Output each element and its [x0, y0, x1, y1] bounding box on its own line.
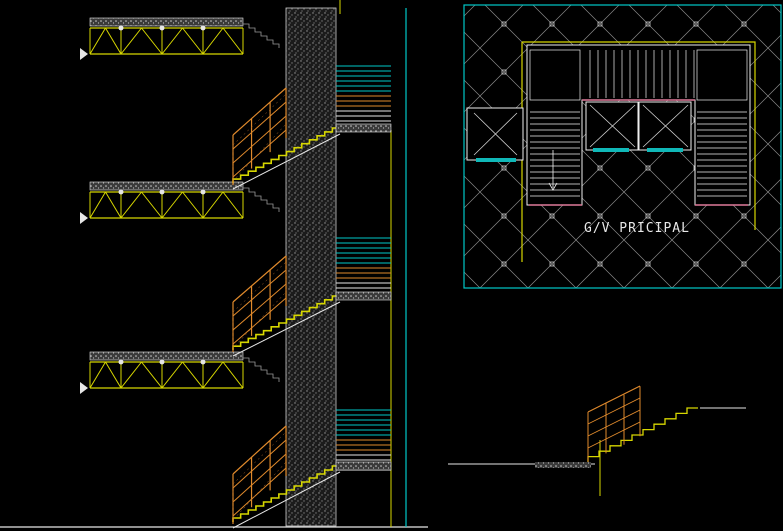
elevator-mid-door — [593, 148, 629, 152]
landing-trusses — [80, 17, 280, 394]
truss-web — [161, 27, 183, 55]
stair-soffit — [232, 471, 341, 529]
window-3 — [336, 409, 391, 471]
truss-web — [182, 191, 204, 219]
truss-web — [161, 191, 183, 219]
detail-flight — [587, 385, 698, 462]
stair-flights — [232, 87, 392, 529]
truss-node — [200, 359, 206, 365]
truss-web — [89, 361, 106, 389]
back-steps — [243, 187, 280, 212]
facade-windows — [336, 65, 391, 471]
truss-web — [120, 191, 142, 219]
rail-bar — [232, 453, 287, 503]
rail-bar — [232, 283, 287, 331]
truss-node — [118, 189, 124, 195]
rail-bar — [232, 439, 287, 489]
support-marker — [80, 212, 88, 224]
landing-3 — [80, 351, 280, 394]
flight-landing — [335, 291, 392, 301]
truss-web — [202, 361, 224, 389]
landing-slab — [89, 351, 244, 361]
window-1 — [336, 65, 391, 127]
truss-web — [89, 27, 106, 55]
stair-steps — [232, 465, 340, 522]
truss-web — [202, 27, 224, 55]
landing-slab — [89, 181, 244, 191]
direction-arrow-head — [548, 182, 558, 191]
detail-rail-bar — [587, 421, 641, 449]
truss-node — [200, 25, 206, 31]
plan-title: G/V PRICIPAL — [584, 221, 690, 236]
stair-soffit — [232, 133, 341, 190]
detail-rail-bar — [587, 409, 641, 437]
stair-steps — [232, 127, 340, 183]
truss-node — [159, 359, 165, 365]
flight-landing — [335, 461, 392, 471]
truss-web — [141, 191, 163, 219]
handrail — [232, 255, 287, 303]
rail-bar — [232, 297, 287, 345]
plan-landing-right — [696, 49, 748, 101]
flight-3 — [232, 425, 392, 529]
truss-node — [200, 189, 206, 195]
handrail — [232, 425, 287, 475]
elevator-left-door — [476, 158, 516, 162]
truss-web — [105, 361, 122, 389]
detail-handrail — [587, 385, 641, 413]
rail-bar — [232, 269, 287, 317]
flight-1 — [232, 87, 392, 190]
stair-section — [0, 0, 428, 529]
stair-soffit — [232, 301, 341, 357]
rail-mesh — [232, 261, 287, 349]
rail-bar — [232, 467, 287, 517]
back-steps — [243, 357, 280, 382]
truss-web — [120, 361, 142, 389]
truss-web — [182, 27, 204, 55]
truss-web — [161, 361, 183, 389]
plan-landing-left — [529, 49, 581, 101]
flight-2 — [232, 255, 392, 357]
detail-rail-bar — [587, 397, 641, 425]
truss-web — [202, 191, 224, 219]
truss-node — [159, 189, 165, 195]
elevator-right-x — [642, 104, 689, 148]
plan-treads — [529, 49, 748, 197]
rail-bar — [232, 115, 287, 164]
elevator-right-door — [647, 148, 683, 152]
support-marker — [80, 382, 88, 394]
truss-web — [89, 191, 106, 219]
flight-landing — [335, 123, 392, 133]
detail-base — [535, 462, 591, 468]
landing-slab — [89, 17, 244, 27]
window-2 — [336, 237, 391, 299]
stair-plan: G/V PRICIPAL — [463, 4, 782, 289]
truss-web — [222, 361, 244, 389]
truss-web — [222, 27, 244, 55]
support-marker — [80, 48, 88, 60]
truss-node — [159, 25, 165, 31]
truss-web — [182, 361, 204, 389]
detail-steps — [587, 407, 698, 462]
back-steps — [243, 23, 280, 48]
landing-1 — [80, 17, 280, 60]
rail-bar — [232, 101, 287, 150]
central-wall — [285, 7, 337, 527]
truss-web — [141, 27, 163, 55]
stair-steps — [232, 295, 340, 350]
rail-bar — [232, 129, 287, 178]
landing-2 — [80, 181, 280, 224]
truss-web — [141, 361, 163, 389]
truss-web — [222, 191, 244, 219]
truss-node — [118, 25, 124, 31]
truss-web — [120, 27, 142, 55]
handrail — [232, 87, 287, 136]
elevator-mid-x — [589, 104, 636, 148]
truss-web — [105, 191, 122, 219]
truss-node — [118, 359, 124, 365]
truss-web — [105, 27, 122, 55]
elevator-left-x — [473, 112, 518, 156]
stair-detail — [448, 385, 746, 496]
